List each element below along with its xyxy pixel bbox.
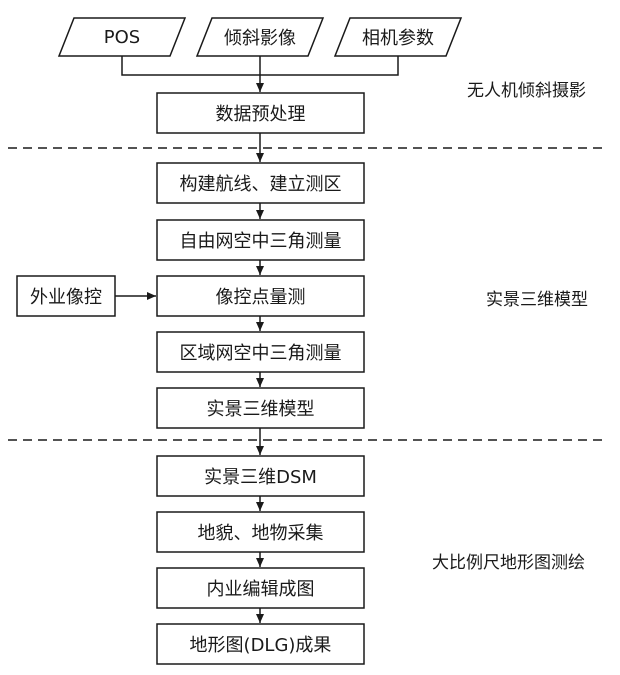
box-field-control [16,275,116,317]
box-realistic-dsm [156,455,365,497]
input-oblique-images-shape [195,17,325,57]
box-control-point-measure [156,275,365,317]
box-preprocess [156,92,365,134]
box-build-route [156,162,365,204]
section-title-uav-oblique: 无人机倾斜摄影 [467,81,586,101]
section-title-realistic-3d: 实景三维模型 [486,290,588,310]
input-pos-shape [57,17,187,57]
box-dlg-result [156,623,365,665]
box-free-aerotriangulation [156,219,365,261]
section-title-large-scale-mapping: 大比例尺地形图测绘 [432,553,585,573]
box-feature-collection [156,511,365,553]
box-office-editing [156,567,365,609]
input-camera-params-shape [333,17,463,57]
box-block-aerotriangulation [156,331,365,373]
box-realistic-3d-model [156,387,365,429]
